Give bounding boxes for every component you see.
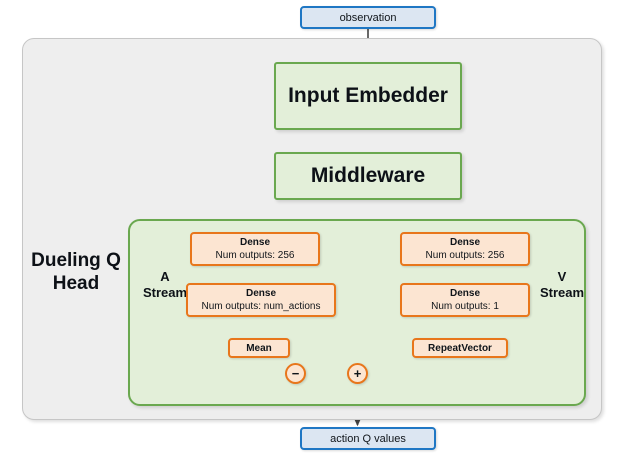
v-stream-repeatvector-node[interactable]: RepeatVector [412, 338, 508, 358]
dueling-head-label: Dueling Q Head [26, 249, 126, 295]
v-stream-dense-1-node[interactable]: Dense Num outputs: 1 [400, 283, 530, 317]
layer-subtitle: Num outputs: 1 [431, 301, 499, 312]
dueling-head-label-line1: Dueling Q [31, 250, 121, 271]
layer-title: Dense [449, 288, 480, 299]
layer-subtitle: Num outputs: num_actions [201, 301, 321, 312]
layer-title: Mean [246, 342, 272, 354]
v-stream-dense-256-node[interactable]: Dense Num outputs: 256 [400, 232, 530, 266]
a-stream-mean-node[interactable]: Mean [228, 338, 290, 358]
observation-node[interactable]: observation [300, 6, 436, 29]
v-stream-label: V Stream [534, 269, 590, 301]
subtract-operator-node[interactable]: − [285, 363, 306, 384]
layer-title: Dense [239, 237, 270, 248]
a-stream-dense-256-node[interactable]: Dense Num outputs: 256 [190, 232, 320, 266]
layer-subtitle: Num outputs: 256 [425, 250, 505, 261]
add-operator-node[interactable]: + [347, 363, 368, 384]
layer-title: Dense [245, 288, 276, 299]
layer-title: Dense [449, 237, 480, 248]
layer-title: RepeatVector [428, 342, 492, 354]
input-embedder-node[interactable]: Input Embedder [274, 62, 462, 130]
a-stream-label: A Stream [140, 269, 190, 301]
layer-subtitle: Num outputs: 256 [215, 250, 295, 261]
dueling-head-label-line2: Head [52, 273, 100, 295]
v-stream-label-line2: Stream [539, 284, 585, 300]
a-stream-label-line1: A [160, 269, 170, 284]
a-stream-label-line2: Stream [142, 284, 188, 300]
middleware-node[interactable]: Middleware [274, 152, 462, 200]
a-stream-dense-num-actions-node[interactable]: Dense Num outputs: num_actions [186, 283, 336, 317]
action-q-values-node[interactable]: action Q values [300, 427, 436, 450]
v-stream-label-line1: V [557, 269, 567, 284]
